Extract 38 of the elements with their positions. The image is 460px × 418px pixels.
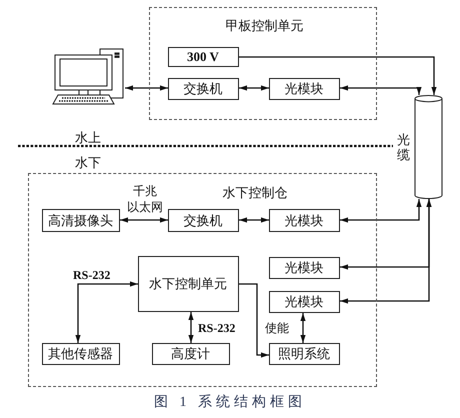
arrow [75,281,138,343]
arrow [239,217,269,223]
process-box: 300 V [168,46,238,66]
process-box: 交换机 [168,78,238,100]
process-box: 光模块 [268,290,340,312]
arrow [300,313,306,343]
process-box: 其他传感器 [42,342,120,364]
edge-label: RS-232 [73,268,110,282]
dashed-box [28,173,377,387]
dashed-box [149,7,377,120]
arrow [239,283,269,358]
process-box: 光模块 [268,256,340,278]
arrow [239,85,269,91]
arrow [120,217,168,223]
arrow [340,199,422,223]
process-box: 光模块 [268,208,340,232]
frame-title: 水下控制仓 [222,184,288,200]
cylinder [414,95,443,199]
arrow [340,85,422,95]
region-label: 水上 [75,130,101,145]
computer-icon [53,48,125,106]
process-box: 高度计 [152,342,230,364]
arrow [340,199,432,304]
edge-label: 千兆以太网 [127,183,164,215]
arrow [125,85,168,91]
region-label: 水下 [75,155,101,170]
frame-title: 甲板控制单元 [226,18,304,32]
process-box: 交换机 [168,208,238,232]
process-box: 照明系统 [268,342,340,364]
process-box: 水下控制单元 [138,256,238,312]
caption: 图 1 系统结构框图 [154,394,306,411]
vertical-label: 光缆 [397,132,410,162]
arrow [239,56,437,95]
arrow [188,312,194,343]
edge-label: 使能 [265,321,289,335]
process-box: 高清摄像头 [42,208,120,232]
edge-label: RS-232 [198,321,236,335]
process-box: 光模块 [268,78,340,100]
